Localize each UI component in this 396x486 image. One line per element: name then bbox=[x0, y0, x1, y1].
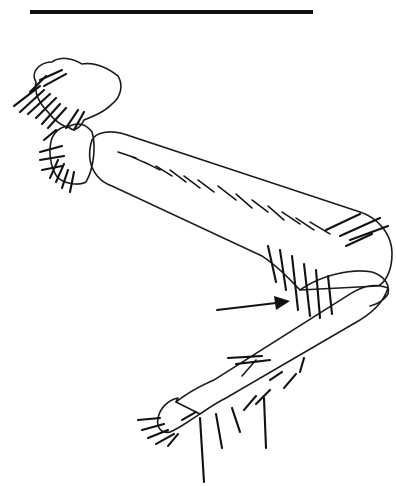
scale-bar bbox=[30, 10, 313, 14]
trochanter-segment bbox=[50, 124, 94, 184]
femur-segment bbox=[90, 132, 392, 290]
tibia-setae bbox=[228, 356, 304, 410]
arrow-right-icon bbox=[217, 296, 290, 310]
femur-setae bbox=[118, 152, 388, 246]
tarsus-setae bbox=[138, 398, 266, 482]
coxa-setae bbox=[14, 70, 84, 130]
